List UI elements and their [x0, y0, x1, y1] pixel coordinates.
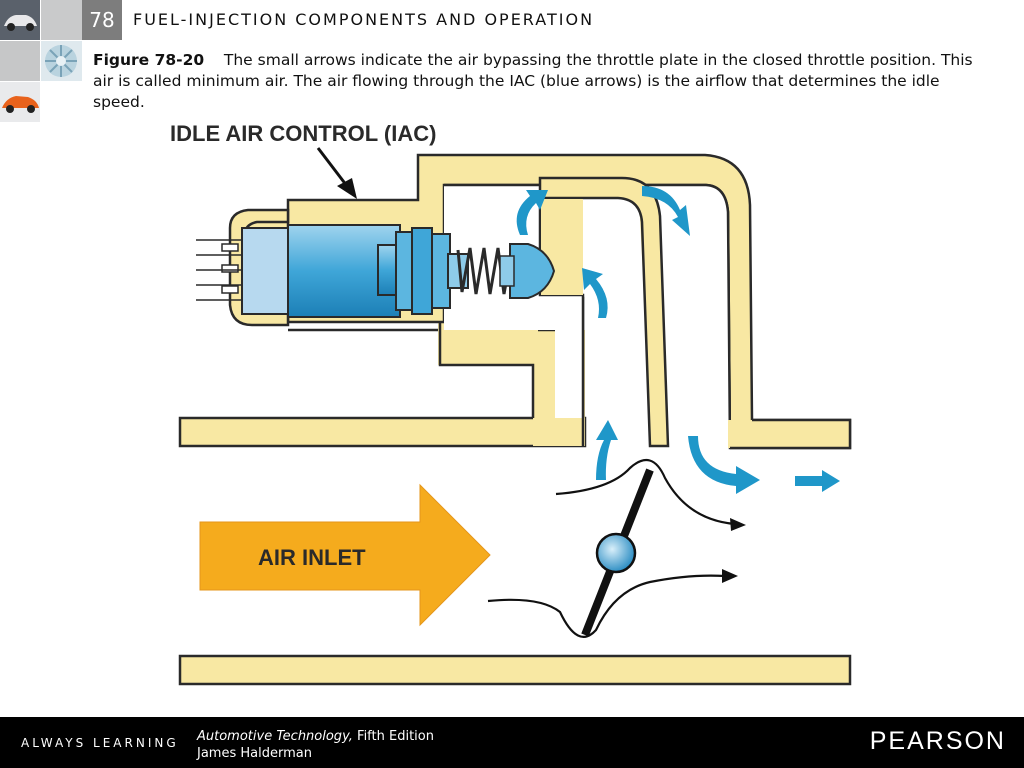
electrical-connector — [241, 227, 291, 315]
throttle-shaft — [595, 532, 637, 574]
iac-label: IDLE AIR CONTROL (IAC) — [170, 121, 436, 146]
photo-thumbnail-gray-2 — [0, 41, 40, 81]
book-info: Automotive Technology, Fifth Edition Jam… — [197, 728, 434, 762]
car-thumbnail-orange — [0, 82, 40, 122]
air-inlet-label: AIR INLET — [258, 545, 366, 570]
iac-pintle — [509, 243, 556, 299]
connector-pins — [221, 243, 239, 294]
footer-tagline: ALWAYS LEARNING — [21, 736, 179, 750]
turbine-thumbnail — [41, 41, 82, 81]
thumbnail-collage — [0, 0, 82, 122]
throttle-bore-bottom-wall — [178, 654, 852, 686]
car-thumbnail-silver — [0, 0, 40, 40]
caption-text: The small arrows indicate the air bypass… — [93, 51, 973, 111]
chapter-number: 78 — [82, 0, 122, 40]
chapter-title: FUEL-INJECTION COMPONENTS AND OPERATION — [133, 10, 595, 29]
riser-wall — [538, 176, 670, 448]
iac-airflow-arrows — [516, 186, 840, 494]
air-inlet-arrow — [199, 483, 491, 627]
iac-airflow-diagram: IDLE AIR CONTROL (IAC) AIR INLET — [170, 121, 852, 686]
photo-thumbnail-gray — [41, 0, 82, 40]
footer-bar: ALWAYS LEARNING Automotive Technology, F… — [0, 717, 1024, 768]
bypass-floor — [178, 416, 587, 448]
figure-caption: Figure 78-20 The small arrows indicate t… — [93, 50, 973, 113]
minimum-air-arrow-bottom — [487, 574, 726, 638]
figure-label: Figure 78-20 — [93, 51, 205, 69]
book-title: Automotive Technology, — [197, 729, 353, 744]
minimum-air-arrow-top — [555, 458, 736, 526]
book-edition: Fifth Edition — [357, 729, 434, 744]
publisher-logo: PEARSON — [869, 727, 1006, 755]
book-author: James Halderman — [197, 746, 312, 761]
